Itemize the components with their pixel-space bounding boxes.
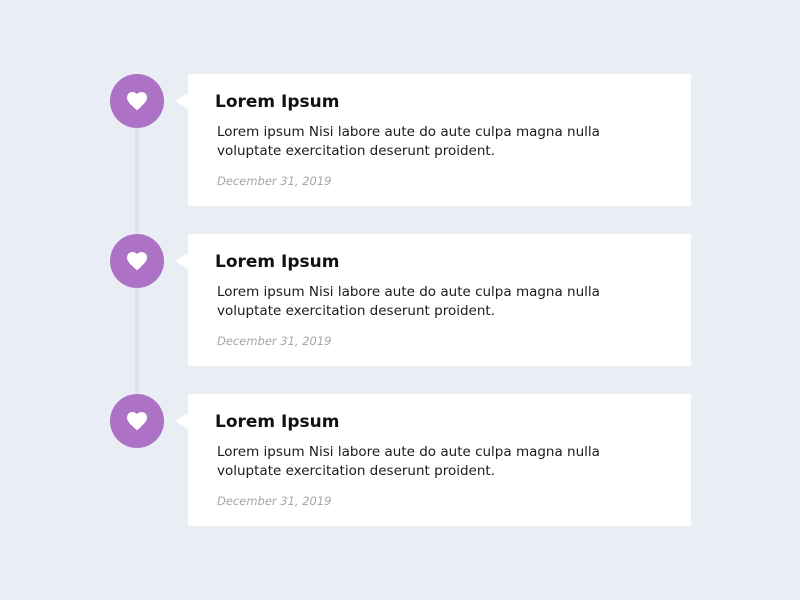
card-date: December 31, 2019: [217, 494, 332, 508]
timeline-item: Lorem Ipsum Lorem ipsum Nisi labore aute…: [0, 74, 800, 206]
timeline-item: Lorem Ipsum Lorem ipsum Nisi labore aute…: [0, 394, 800, 526]
card-date: December 31, 2019: [217, 174, 332, 188]
timeline-marker: [110, 74, 164, 128]
timeline-item: Lorem Ipsum Lorem ipsum Nisi labore aute…: [0, 234, 800, 366]
card-description: Lorem ipsum Nisi labore aute do aute cul…: [217, 284, 600, 319]
card-date: December 31, 2019: [217, 334, 332, 348]
heart-icon: [125, 249, 149, 273]
timeline-marker: [110, 234, 164, 288]
card-title: Lorem Ipsum: [215, 252, 340, 272]
timeline-card: Lorem Ipsum Lorem ipsum Nisi labore aute…: [175, 74, 691, 206]
card-description: Lorem ipsum Nisi labore aute do aute cul…: [217, 124, 600, 159]
timeline-marker: [110, 394, 164, 448]
card-description: Lorem ipsum Nisi labore aute do aute cul…: [217, 444, 600, 479]
timeline-card: Lorem Ipsum Lorem ipsum Nisi labore aute…: [175, 234, 691, 366]
card-title: Lorem Ipsum: [215, 412, 340, 432]
timeline-card: Lorem Ipsum Lorem ipsum Nisi labore aute…: [175, 394, 691, 526]
card-title: Lorem Ipsum: [215, 92, 340, 112]
heart-icon: [125, 89, 149, 113]
heart-icon: [125, 409, 149, 433]
